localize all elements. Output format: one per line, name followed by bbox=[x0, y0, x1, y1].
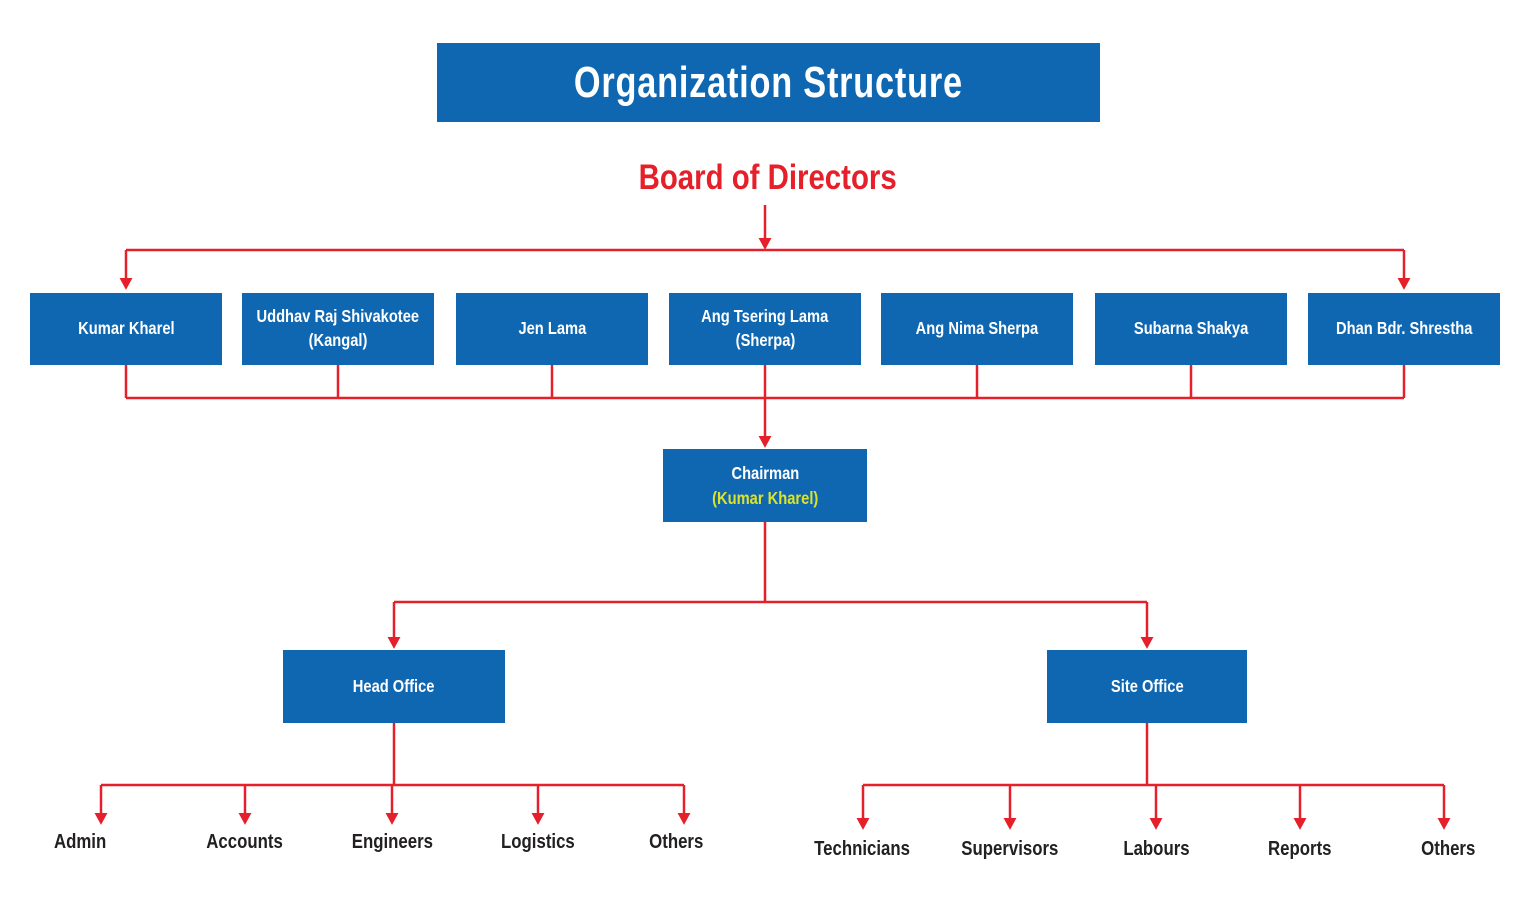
director-node-subarna-shakya: Subarna Shakya bbox=[1095, 293, 1287, 365]
site-office-node: Site Office bbox=[1047, 650, 1247, 723]
director-node-ang-nima-sherpa: Ang Nima Sherpa bbox=[881, 293, 1073, 365]
chairman-name: (Kumar Kharel) bbox=[711, 487, 819, 508]
leaf-technicians: Technicians bbox=[814, 838, 910, 860]
director-node-kumar-kharel: Kumar Kharel bbox=[30, 293, 222, 365]
leaf-accounts: Accounts bbox=[206, 831, 284, 853]
directors-to-chairman-wires bbox=[124, 365, 1406, 448]
head-office-node: Head Office bbox=[283, 650, 505, 723]
director-node-dhan-bdr-shrestha: Dhan Bdr. Shrestha bbox=[1308, 293, 1500, 365]
chairman-node: Chairman (Kumar Kharel) bbox=[663, 449, 867, 522]
director-node-uddhav-raj-shivakotee: Uddhav Raj Shivakotee (Kangal) bbox=[242, 293, 434, 365]
site-office-branch-wires bbox=[856, 722, 1451, 830]
leaf-reports: Reports bbox=[1268, 838, 1332, 860]
leaf-logistics: Logistics bbox=[501, 831, 575, 853]
head-office-branch-wires bbox=[94, 723, 691, 825]
leaf-others-head: Others bbox=[648, 831, 704, 853]
board-of-directors-heading: Board of Directors bbox=[638, 158, 898, 197]
director-node-jen-lama: Jen Lama bbox=[456, 293, 648, 365]
leaf-supervisors: Supervisors bbox=[961, 838, 1059, 860]
leaf-engineers: Engineers bbox=[351, 831, 433, 853]
chairman-to-offices-wires bbox=[387, 522, 1154, 649]
page-title-text: Organization Structure bbox=[573, 57, 964, 107]
page-title: Organization Structure bbox=[437, 43, 1100, 122]
leaf-admin: Admin bbox=[53, 831, 107, 853]
leaf-labours: Labours bbox=[1122, 838, 1190, 860]
board-to-directors-wires bbox=[119, 205, 1411, 290]
director-node-ang-tsering-lama: Ang Tsering Lama (Sherpa) bbox=[669, 293, 861, 365]
chairman-title: Chairman bbox=[731, 463, 799, 483]
leaf-others-site: Others bbox=[1420, 838, 1476, 860]
